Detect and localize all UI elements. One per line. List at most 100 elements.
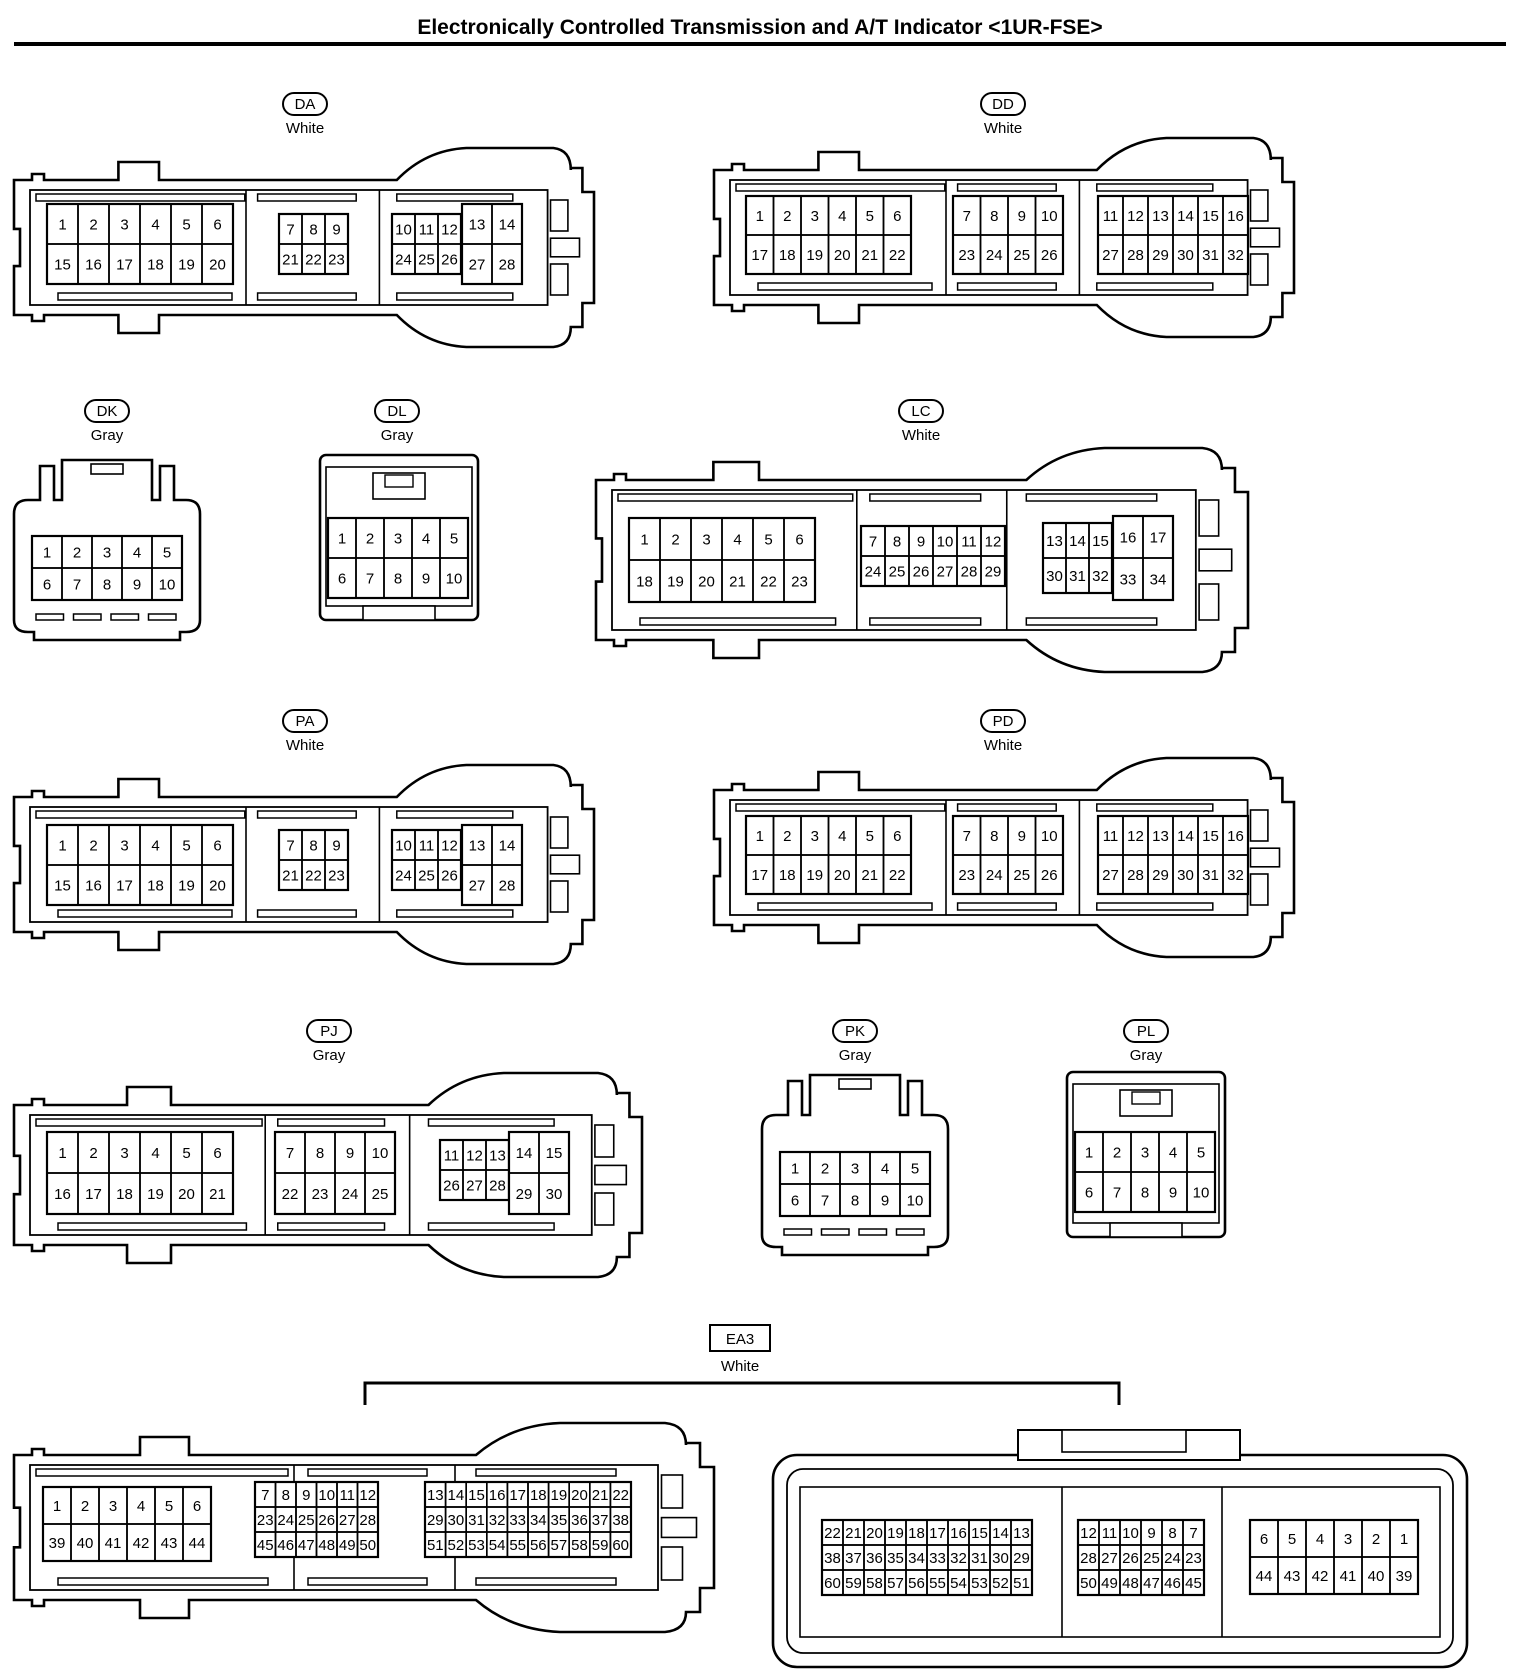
pin-cell: [783, 559, 816, 603]
connector-id-pill: [282, 709, 328, 733]
pin-number: 34: [530, 1512, 547, 1529]
pin-number: 17: [751, 247, 768, 264]
pin-number: 8: [282, 1487, 290, 1504]
pin-number: 37: [845, 1550, 862, 1567]
connector-rib: [735, 183, 946, 192]
pin-number: 25: [889, 563, 906, 580]
connector-rib: [256, 909, 357, 918]
connector-id-pill: [306, 1019, 352, 1043]
pin-number: 21: [861, 247, 878, 264]
pin-number: 1: [53, 1498, 61, 1515]
pin-number: 13: [427, 1487, 444, 1504]
connector-rib: [1025, 617, 1158, 626]
connector-rib: [57, 1577, 269, 1586]
pin-number: 23: [328, 867, 345, 884]
connector-id: DA: [295, 96, 316, 113]
pin-number: 2: [89, 1145, 97, 1162]
pin-number: 15: [468, 1487, 485, 1504]
pin-number: 26: [913, 563, 930, 580]
pin-number: 15: [54, 877, 71, 894]
pin-number: 5: [1197, 1144, 1205, 1161]
pin-number: 4: [133, 544, 141, 561]
pin-number: 2: [73, 544, 81, 561]
pin-number: 19: [887, 1525, 904, 1542]
pin-number: 14: [992, 1525, 1009, 1542]
pin-cell: [1010, 1569, 1033, 1596]
pin-number: 25: [1143, 1550, 1160, 1567]
connector-id-pill: [84, 399, 130, 423]
pin-number: 55: [929, 1575, 946, 1592]
pin-number: 7: [1113, 1184, 1121, 1201]
housing-inner: [29, 806, 549, 923]
pin-number: 35: [551, 1512, 568, 1529]
pin-number: 23: [791, 573, 808, 590]
connector-rib: [895, 1228, 925, 1236]
connector-rib: [35, 613, 65, 621]
pin-number: 31: [1202, 247, 1219, 264]
pin-number: 5: [163, 544, 171, 561]
pin-number: 19: [147, 1186, 164, 1203]
pin-number: 19: [551, 1487, 568, 1504]
pin-number: 28: [499, 877, 516, 894]
pin-cell: [201, 864, 234, 906]
pin-number: 40: [77, 1535, 94, 1552]
pin-number: 10: [1193, 1184, 1210, 1201]
connector-rib: [427, 1222, 555, 1231]
connector-color: White: [984, 737, 1022, 754]
pin-number: 4: [1316, 1531, 1324, 1548]
pin-number: 17: [751, 867, 768, 884]
pin-number: 3: [811, 208, 819, 225]
pin-number: 25: [1013, 867, 1030, 884]
connector-id-pill: [980, 92, 1026, 116]
pin-number: 21: [845, 1525, 862, 1542]
pin-number: 9: [346, 1145, 354, 1162]
pin-number: 20: [834, 867, 851, 884]
pin-number: 2: [89, 216, 97, 233]
pin-number: 2: [1113, 1144, 1121, 1161]
connector-rib: [57, 292, 233, 301]
pin-number: 25: [418, 251, 435, 268]
pin-number: 17: [85, 1186, 102, 1203]
connector-rib: [427, 1118, 555, 1127]
pin-number: 4: [838, 208, 846, 225]
pin-number: 10: [395, 221, 412, 238]
connector-rib: [277, 1118, 386, 1127]
pin-number: 2: [783, 828, 791, 845]
connector-rib: [57, 1222, 248, 1231]
pin-number: 12: [1080, 1525, 1097, 1542]
pin-number: 14: [448, 1487, 465, 1504]
pin-number: 5: [1288, 1531, 1296, 1548]
pin-number: 41: [105, 1535, 122, 1552]
pin-number: 1: [756, 208, 764, 225]
pin-number: 43: [161, 1535, 178, 1552]
connector-id-pill: [374, 399, 420, 423]
pin-number: 55: [509, 1537, 526, 1554]
connector-color: Gray: [1130, 1047, 1163, 1064]
connector-rib: [110, 613, 140, 621]
pin-number: 13: [1013, 1525, 1030, 1542]
pin-number: 7: [286, 221, 294, 238]
housing-inner: [611, 489, 1197, 631]
pin-number: 19: [178, 877, 195, 894]
pin-number: 47: [1143, 1575, 1160, 1592]
pin-number: 56: [530, 1537, 547, 1554]
pin-number: 11: [444, 1147, 460, 1164]
pin-number: 8: [1141, 1184, 1149, 1201]
pin-cell: [201, 243, 234, 285]
pin-number: 6: [193, 1498, 201, 1515]
pin-number: 16: [85, 256, 102, 273]
connector-rib: [858, 1228, 888, 1236]
pin-number: 9: [422, 570, 430, 587]
pin-cell: [324, 243, 349, 275]
pin-number: 26: [1041, 247, 1058, 264]
connector-rib: [396, 909, 514, 918]
pin-number: 24: [395, 867, 412, 884]
pin-number: 15: [1202, 828, 1219, 845]
pin-number: 8: [893, 533, 901, 550]
pin-number: 32: [489, 1512, 506, 1529]
pin-number: 26: [441, 251, 458, 268]
connector-rib: [956, 803, 1057, 812]
pin-number: 12: [1127, 208, 1144, 225]
